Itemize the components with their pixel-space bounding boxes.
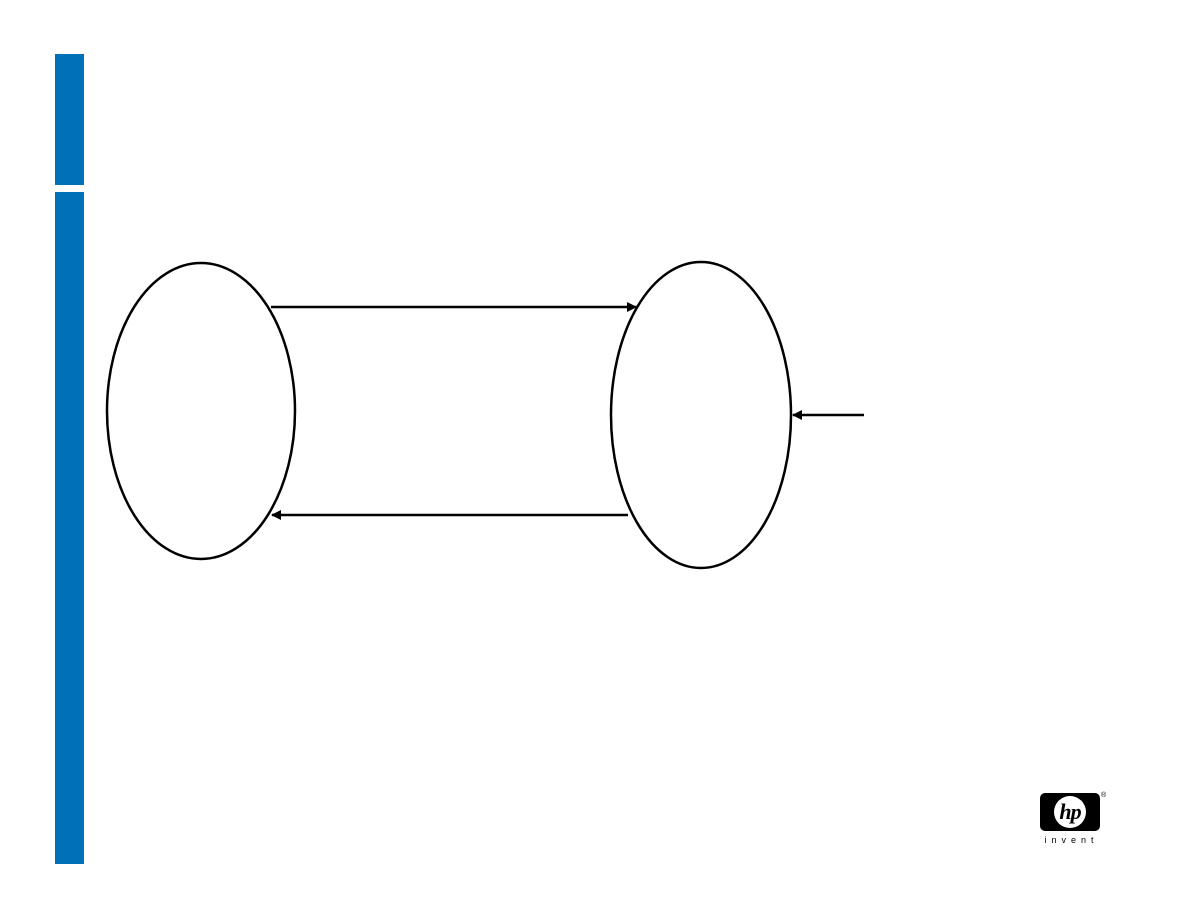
hp-invent-logo: hp ® invent xyxy=(1040,792,1107,847)
node-right-state xyxy=(609,260,793,570)
logo-tagline: invent xyxy=(1044,835,1099,845)
registered-mark: ® xyxy=(1101,792,1107,799)
hp-logo-circle xyxy=(1054,796,1086,828)
accent-bar-top xyxy=(55,54,84,185)
hp-logo-mark: hp xyxy=(1059,799,1081,824)
hp-logo-box: hp xyxy=(1040,793,1100,831)
node-left-state xyxy=(105,261,297,561)
accent-bar-main xyxy=(55,192,84,864)
